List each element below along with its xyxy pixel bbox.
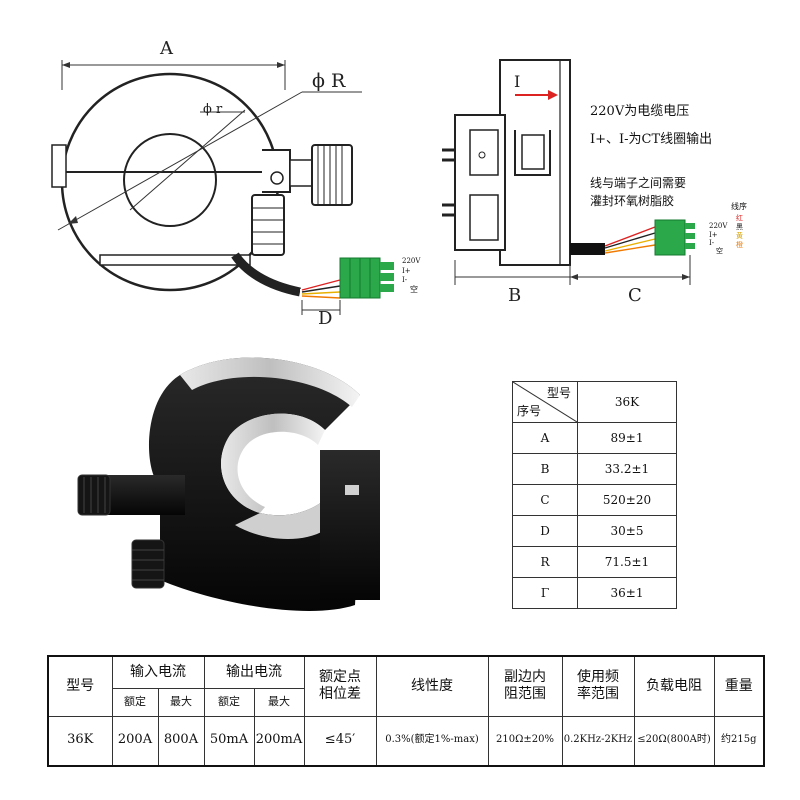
wire-color-black: 黑	[736, 223, 743, 231]
phase-line1: 额定点	[319, 668, 361, 685]
spec-header-row: 型号 输入电流 输出电流 额定点相位差 线性度 副边内阻范围 使用频率范围 负载…	[47, 655, 765, 717]
col-output-max: 最大	[253, 687, 305, 717]
dim-key: A	[512, 422, 578, 454]
dim-key: R	[512, 546, 578, 578]
connector-pin-label-i-minus-side: I-	[709, 239, 715, 247]
connector-pin-label-empty-side: 空	[716, 247, 723, 255]
table-row: 36K 200A 800A 50mA 200mA ≤45′ 0.3%(额定1%-…	[47, 715, 765, 766]
side-view-drawing	[442, 59, 695, 285]
current-direction-label: I	[514, 72, 521, 91]
dim-value: 30±5	[577, 515, 677, 547]
model-36k-header: 36K	[577, 381, 677, 423]
dimension-small-r-label: ϕ r	[203, 102, 223, 117]
col-output-rated: 额定	[203, 687, 255, 717]
col-frequency: 使用频率范围	[561, 655, 635, 717]
wire-order-label: 线序	[731, 202, 747, 211]
dim-key: B	[512, 453, 578, 485]
resistance-line2: 阻范围	[504, 686, 546, 703]
dim-key: D	[512, 515, 578, 547]
corner-diagonal	[513, 382, 577, 422]
spec-table: 型号 输入电流 输出电流 额定点相位差 线性度 副边内阻范围 使用频率范围 负载…	[47, 655, 765, 767]
dim-key: C	[512, 484, 578, 516]
dim-value: 36±1	[577, 577, 677, 609]
dimension-table-corner: 型号 序号	[512, 381, 578, 423]
col-phase: 额定点相位差	[303, 655, 377, 717]
col-resistance: 副边内阻范围	[487, 655, 563, 717]
dimension-d-label: D	[318, 308, 333, 329]
resistance-line1: 副边内	[504, 668, 546, 685]
spec-subheader-row: 额定 最大 额定 最大	[48, 687, 764, 717]
val-resistance: 210Ω±20%	[487, 715, 563, 766]
col-output-current: 输出电流	[203, 655, 305, 689]
dimension-a-label: A	[160, 38, 173, 59]
dim-value: 520±20	[577, 484, 677, 516]
col-weight: 重量	[713, 655, 765, 717]
connector-pin-label-i-plus: I+	[402, 267, 411, 275]
col-load: 负载电阻	[633, 655, 715, 717]
val-out-rated: 50mA	[203, 715, 255, 766]
wire-color-red: 红	[736, 214, 743, 222]
connector-pin-label-220v: 220V	[402, 257, 421, 265]
wire-color-yellow: 黄	[736, 232, 743, 240]
note-potting-1: 线与端子之间需要	[590, 176, 687, 190]
col-model: 型号	[47, 655, 113, 717]
connector-pin-label-220v-side: 220V	[709, 222, 728, 230]
front-view-drawing	[51, 60, 394, 315]
product-photo	[77, 357, 380, 611]
note-ct-output: I+、I-为CT线圈输出	[590, 132, 713, 147]
col-input-max: 最大	[157, 687, 205, 717]
val-frequency: 0.2KHz-2KHz	[561, 715, 635, 766]
phase-line2: 相位差	[319, 686, 361, 703]
dim-value: 71.5±1	[577, 546, 677, 578]
header-seq: 序号	[517, 404, 542, 418]
dim-value: 33.2±1	[577, 453, 677, 485]
wire-color-orange: 橙	[736, 241, 743, 249]
val-phase: ≤45′	[303, 715, 377, 766]
dimension-table-header: 型号 序号 36K	[512, 381, 677, 423]
val-in-rated: 200A	[111, 715, 159, 766]
val-load: ≤20Ω(800A时)	[633, 715, 715, 766]
dimension-c-label: C	[628, 285, 642, 306]
dimension-b-label: B	[508, 285, 522, 306]
val-linearity: 0.3%(额定1%-max)	[375, 715, 489, 766]
note-potting-2: 灌封环氧树脂胶	[590, 194, 675, 208]
freq-line2: 率范围	[577, 686, 619, 703]
col-linearity: 线性度	[375, 655, 489, 717]
connector-pin-label-empty: 空	[410, 285, 418, 294]
col-input-rated: 额定	[111, 687, 159, 717]
val-out-max: 200mA	[253, 715, 305, 766]
dim-value: 89±1	[577, 422, 677, 454]
connector-pin-label-i-minus: I-	[402, 276, 408, 284]
freq-line1: 使用频	[577, 668, 619, 685]
dimension-big-r-label: ϕ R	[312, 70, 346, 92]
val-model: 36K	[47, 715, 113, 766]
connector-pin-label-i-plus-side: I+	[709, 231, 718, 239]
col-input-current: 输入电流	[111, 655, 205, 689]
header-model: 型号	[546, 386, 571, 400]
val-weight: 约215g	[713, 715, 765, 766]
dim-key: Γ	[512, 577, 578, 609]
val-in-max: 800A	[157, 715, 205, 766]
note-cable-voltage: 220V为电缆电压	[590, 104, 690, 119]
